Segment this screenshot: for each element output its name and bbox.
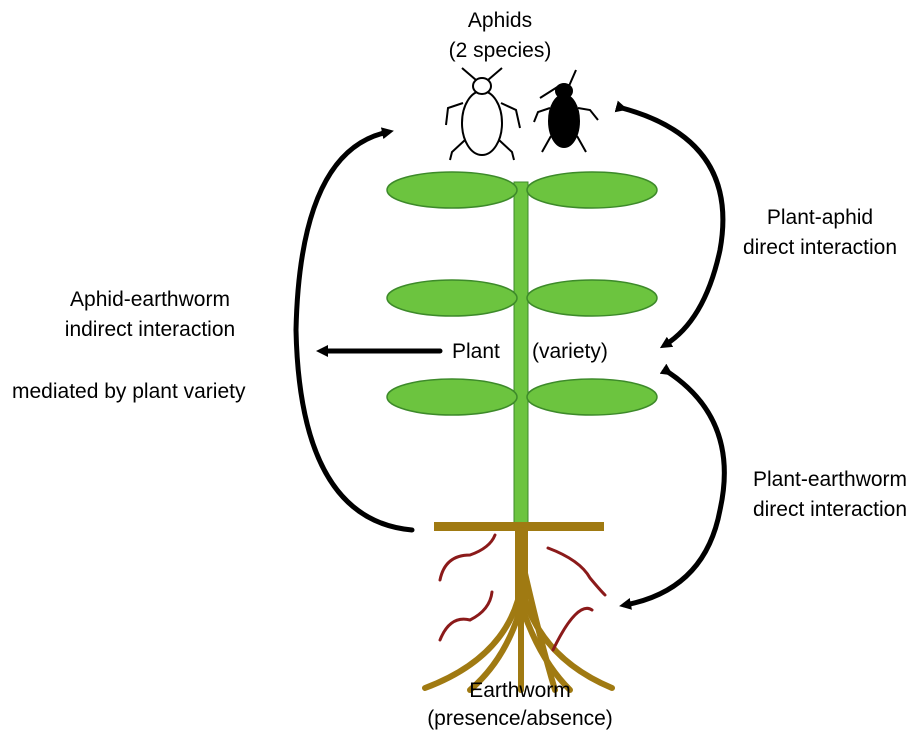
plant-stem [514,182,528,527]
leaf-middle-right [527,280,657,316]
plant-earthworm-label-line1: Plant-earthworm [736,465,924,495]
plant-aphid-label-line1: Plant-aphid [730,203,910,233]
leaf-middle-left [387,280,517,316]
aphid-light-icon [446,68,520,160]
aphids-title: Aphids [440,6,560,36]
leaf-bottom-right [527,379,657,415]
aphid-earthworm-label-line2: indirect interaction [40,315,260,345]
aphid-earthworm-label-line3: mediated by plant variety [12,377,245,407]
leaf-bottom-left [387,379,517,415]
earthworm-3 [548,548,605,595]
leaf-top-right [527,172,657,208]
earthworm-subtitle: (presence/absence) [410,704,630,734]
plant-aphid-label-line2: direct interaction [730,233,910,263]
earthworm-2 [440,592,492,640]
plant-earthworm-label-line2: direct interaction [736,495,924,525]
aphids-subtitle: (2 species) [430,36,570,66]
earthworm-4 [553,608,592,650]
leaf-top-left [387,172,517,208]
earthworm-1 [440,535,495,580]
earthworm-title: Earthworm [430,676,610,706]
plant-subtitle: (variety) [532,337,608,367]
plant-title: Plant [452,337,500,367]
aphid-earthworm-label-line1: Aphid-earthworm [40,285,260,315]
aphid-dark-icon [534,70,598,152]
